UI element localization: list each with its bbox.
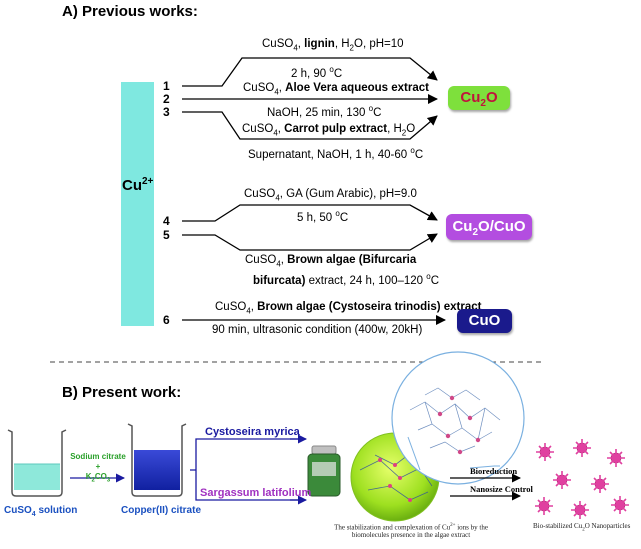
copper-ion-charge: 2+ (142, 176, 154, 187)
route-1-time-temp: 2 h, 90 oC (291, 65, 343, 80)
algae-extract-vial (307, 445, 341, 497)
copper-ion-bar (121, 82, 154, 326)
route-5-time-temp: bifurcata) extract, 24 h, 100–120 oC (253, 272, 440, 287)
algae-cystoseira-label: Cystoseira myrica (205, 426, 300, 438)
beaker-copper-citrate (127, 423, 187, 497)
route-1-conditions: CuSO4, lignin, H2O, pH=10 (262, 38, 404, 53)
algae-fork (190, 438, 304, 501)
algae-sargassum-label: Sargassum latifolium (200, 487, 312, 499)
copper-ion-label: Cu2+ (122, 176, 153, 194)
route-5-arrow (182, 233, 438, 251)
product-cuo: CuO (457, 309, 512, 333)
beaker-copper-citrate-label: Copper(II) citrate (121, 505, 202, 516)
route-4-number: 4 (163, 214, 170, 228)
section-b-title: B) Present work: (62, 384, 182, 401)
product-cu2o: Cu2O (448, 86, 510, 110)
route-2-time-temp: NaOH, 25 min, 130 oC (267, 104, 382, 119)
route-4-conditions: CuSO4, GA (Gum Arabic), pH=9.0 (244, 188, 417, 203)
reagent-plus: + (95, 462, 101, 471)
route-2-number: 2 (163, 92, 170, 106)
route-3-time-temp: Supernatant, NaOH, 1 h, 40-60 oC (248, 146, 424, 161)
route-6-time-conditions: 90 min, ultrasonic condition (400w, 20kH… (212, 324, 423, 336)
beaker-cuso4-label: CuSO4 solution (4, 505, 78, 518)
route-6-conditions: CuSO4, Brown algae (Cystoseira trinodis)… (215, 301, 482, 316)
molecular-zoom-circle (391, 351, 525, 485)
cu2o-nanoparticles (535, 439, 629, 519)
route-4-arrow (182, 204, 438, 222)
route-3-conditions: CuSO4, Carrot pulp extract, H2O (242, 123, 416, 138)
beaker-cuso4 (7, 429, 67, 497)
bioreduction-label: Bioreduction (470, 466, 518, 476)
route-2-conditions: CuSO4, Aloe Vera aqueous extract (243, 82, 429, 97)
complexation-caption: The stabilization and complexation of Cu… (334, 523, 488, 540)
reagent-k2co3: K2CO3 (85, 472, 111, 484)
route-1-number: 1 (163, 79, 170, 93)
reagents-label: Sodium citrate + K2CO3 (70, 452, 126, 486)
route-3-arrow (182, 111, 438, 140)
copper-ion-symbol: Cu (122, 177, 142, 194)
route-3-number: 3 (163, 105, 170, 119)
route-4-time-temp: 5 h, 50 oC (297, 209, 349, 224)
route-5-number: 5 (163, 228, 170, 242)
section-a-title: A) Previous works: (62, 3, 198, 20)
product-cu2o-cuo: Cu2O/CuO (446, 214, 532, 240)
nanoparticles-label: Bio-stabilized Cu2O Nanoparticles (533, 522, 631, 533)
route-1-arrow (182, 57, 438, 87)
reagent-sodium-citrate: Sodium citrate (70, 452, 126, 461)
route-6-number: 6 (163, 313, 170, 327)
route-5-conditions: CuSO4, Brown algae (Bifurcaria (245, 254, 417, 269)
nanosize-control-label: Nanosize Control (470, 484, 533, 494)
